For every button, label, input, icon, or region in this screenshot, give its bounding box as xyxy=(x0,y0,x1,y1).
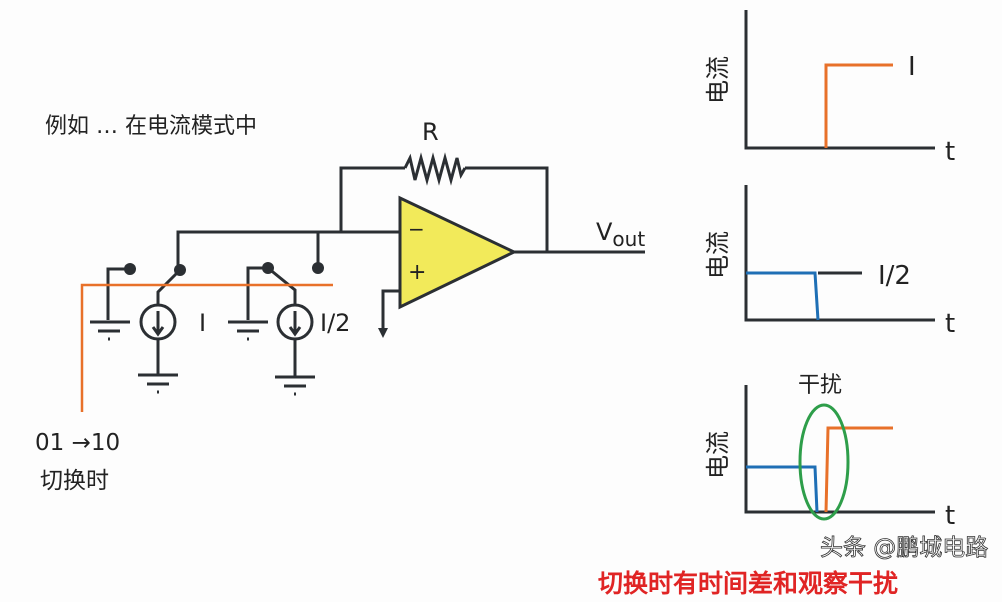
graph-3: t 电流 干扰 xyxy=(704,373,955,531)
arrow-down-icon xyxy=(288,311,302,337)
conclusion-text: 切换时有时间差和观察干扰 xyxy=(598,569,898,598)
vout-label: Vout xyxy=(596,218,645,251)
opamp-plus: + xyxy=(408,260,426,285)
plus-input-wire xyxy=(381,289,400,332)
graph2-axes xyxy=(744,185,935,322)
arrow-down-icon xyxy=(378,328,388,338)
graph1-axes xyxy=(744,10,935,150)
graph3-annotation: 干扰 xyxy=(798,373,842,398)
graph2-xlabel: t xyxy=(945,309,955,339)
switch2-node-contact xyxy=(312,262,324,274)
glitch-highlight-ellipse xyxy=(798,403,850,521)
watermark: 头条 @鹏城电路 xyxy=(820,535,988,561)
graph1-ylabel: 电流 xyxy=(704,56,732,104)
switch-code: 01 →10 xyxy=(35,430,120,456)
graph2-level-label: I/2 xyxy=(878,261,911,291)
source1-label: I xyxy=(199,309,206,337)
switch-control-line xyxy=(80,283,333,412)
ground-icon xyxy=(90,320,130,341)
feedback-wire-right xyxy=(465,166,549,252)
arrow-down-icon xyxy=(151,311,165,337)
resistor-label: R xyxy=(422,118,439,146)
inverting-node-wire xyxy=(176,230,400,268)
graph3-axes xyxy=(744,385,935,514)
graph2-current-trace xyxy=(746,271,820,321)
graph1-level-label: I xyxy=(908,52,916,82)
switch2-ground-wire xyxy=(246,266,268,320)
graph3-ylabel: 电流 xyxy=(704,431,732,479)
graph2-ylabel: 电流 xyxy=(704,231,732,279)
source2-label: I/2 xyxy=(320,309,350,337)
graph3-orange-trace xyxy=(824,426,893,513)
ground-icon xyxy=(138,373,178,394)
switch1-blade xyxy=(156,268,182,305)
feedback-wire-left xyxy=(339,166,405,232)
resistor xyxy=(403,152,467,186)
switch1-ground-wire xyxy=(106,267,130,320)
graph3-xlabel: t xyxy=(945,501,955,531)
switch2-blade xyxy=(267,266,297,305)
switch-caption: 切换时 xyxy=(40,468,109,494)
ground-icon xyxy=(275,375,315,396)
graph-2: t 电流 I/2 xyxy=(704,185,955,339)
graph-1: t 电流 I xyxy=(704,10,955,167)
ground-icon xyxy=(228,320,268,341)
opamp-minus: − xyxy=(408,217,425,241)
graph3-blue-trace xyxy=(746,465,819,513)
graph1-xlabel: t xyxy=(945,137,955,167)
intro-text: 例如 … 在电流模式中 xyxy=(45,114,257,139)
graph1-current-trace xyxy=(824,63,893,148)
opamp xyxy=(398,195,518,310)
